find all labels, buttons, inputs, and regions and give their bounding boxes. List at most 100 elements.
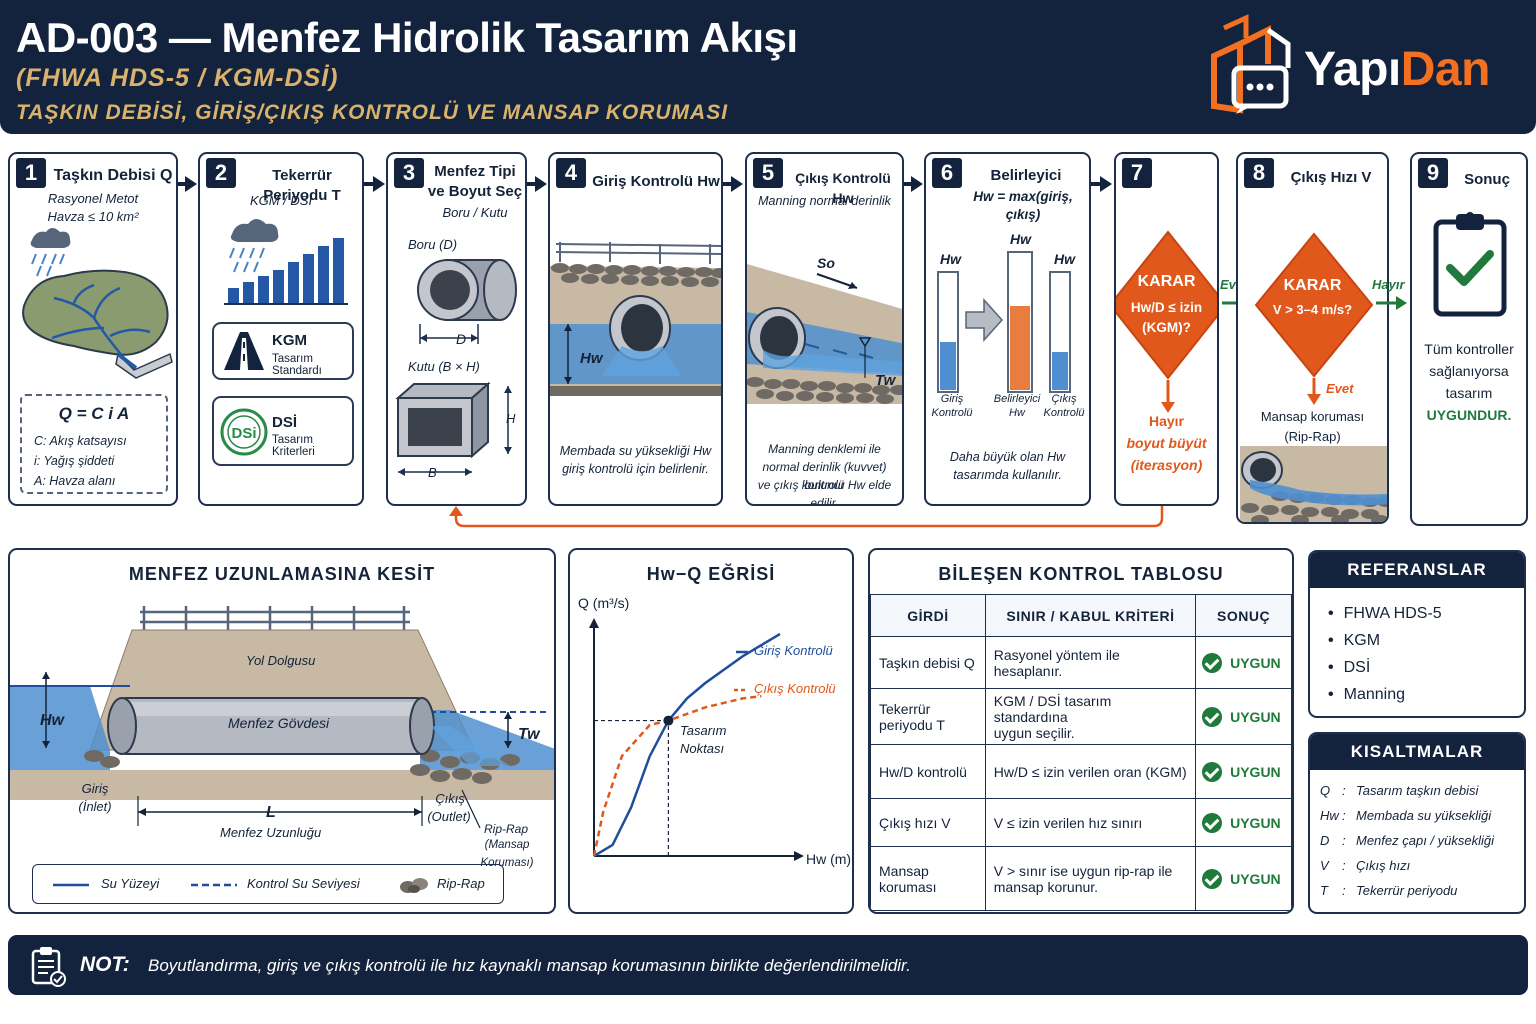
design-point-label-line1: Tasarım xyxy=(680,723,727,738)
step-title: Çıkış Kontrolü Hw xyxy=(795,170,891,206)
table-row: Hw/D kontrolü Hw/D ≤ izin verilen oran (… xyxy=(870,744,1292,799)
step-number: 7 xyxy=(1122,158,1152,188)
inlet-control-illustration xyxy=(550,242,721,396)
step-title-line1: Menfez Tipi xyxy=(434,163,516,180)
watershed-icon xyxy=(22,228,173,379)
step-caption-line1: Manning denklemi ile xyxy=(768,442,881,456)
box-dimension-b: B xyxy=(428,465,437,480)
chart-xlabel: Hw (m) xyxy=(806,851,852,867)
no-label: Hayır xyxy=(1148,413,1185,429)
culvert-section-drawing xyxy=(10,606,554,829)
reference-item: FHWA HDS-5 xyxy=(1328,600,1442,627)
reference-item: DSİ xyxy=(1328,654,1442,681)
flow-line-4-5 xyxy=(723,182,731,186)
rational-formula-box: Q = C i A C: Akış katsayısı i: Yağış şid… xyxy=(20,394,168,494)
check-circle-icon xyxy=(1202,812,1223,833)
step-title-line2: ve Boyut Seç xyxy=(427,183,523,200)
iteration-loop-arrow xyxy=(449,506,1164,528)
row-result: UYGUN xyxy=(1195,846,1292,911)
step-number: 1 xyxy=(16,158,46,188)
no-label-velocity: Hayır xyxy=(1372,277,1405,292)
decision-diamond-velocity xyxy=(1254,232,1374,378)
legend-water-label: Su Yüzeyi xyxy=(101,876,160,891)
section-legend: Su Yüzeyi Kontrol Su Seviyesi Rip-Rap xyxy=(32,864,504,904)
abbreviation-item: D:Menfez çapı / yüksekliği xyxy=(1320,833,1495,848)
row-criteria: Hw/D ≤ izin verilen oran (KGM) xyxy=(984,744,1197,799)
series-outlet-control-line xyxy=(592,694,762,857)
no-arrow-down xyxy=(1161,380,1175,413)
legend-control-label: Kontrol Su Seviyesi xyxy=(247,876,360,891)
kgm-logo-icon xyxy=(224,332,264,370)
step-card-culvert-type: 3 Menfez Tipi ve Boyut Seç Boru / Kutu B… xyxy=(386,152,527,506)
hw-q-chart-panel: Hw−Q EĞRİSİ Q (m³/s) Giriş Kontrolü Çıkı… xyxy=(568,548,854,914)
abbreviation-item: V:Çıkış hızı xyxy=(1320,858,1411,873)
step-card-hw-decision: 7 KARAR Hw/D ≤ izin (KGM)? Hayır boyut b… xyxy=(1114,152,1219,506)
flow-line-2-3 xyxy=(364,182,374,186)
header: AD-003 — Menfez Hidrolik Tasarım Akışı (… xyxy=(0,0,1536,134)
note-text: Boyutlandırma, giriş ve çıkış kontrolü i… xyxy=(148,956,911,975)
step-caption-line2: giriş kontrolü için belirlenir. xyxy=(562,462,709,476)
pipe-culvert-icon xyxy=(417,259,517,344)
chart-title: Hw−Q EĞRİSİ xyxy=(646,564,776,584)
section-hw-label: Hw xyxy=(40,712,64,729)
row-result: UYGUN xyxy=(1195,636,1292,689)
step-basin-limit: Havza ≤ 10 km² xyxy=(47,209,139,224)
component-check-table: GİRDİ SINIR / KABUL KRİTERİ SONUÇ Taşkın… xyxy=(870,594,1292,911)
rational-formula: Q = C i A xyxy=(58,404,130,423)
table-title: BİLEŞEN KONTROL TABLOSU xyxy=(938,564,1224,584)
step-card-outlet-velocity: 8 Çıkış Hızı V KARAR V > 3–4 m/s? Evet M… xyxy=(1236,152,1389,524)
row-criteria: Rasyonel yöntem ile hesaplanır. xyxy=(984,636,1197,689)
section-tw-label: Tw xyxy=(518,726,540,743)
step-caption-line1: Daha büyük olan Hw xyxy=(949,450,1066,464)
step-number: 4 xyxy=(556,158,586,188)
tube-hw-label-2: Hw xyxy=(1010,231,1031,247)
decision-diamond-hw xyxy=(1116,230,1217,380)
references-panel: REFERANSLAR FHWA HDS-5 KGM DSİ Manning xyxy=(1308,550,1526,718)
hw-q-chart xyxy=(589,618,804,861)
references-title: REFERANSLAR xyxy=(1310,552,1524,588)
pipe-dimension-d: D xyxy=(456,331,467,347)
box-label: Kutu (B × H) xyxy=(408,359,480,374)
page-title: AD-003 — Menfez Hidrolik Tasarım Akışı xyxy=(16,14,798,61)
step-card-governing-hw: 6 Belirleyici Hw = max(giriş, çıkış) Hw … xyxy=(924,152,1091,506)
step-card-result: 9 Sonuç Tüm kontroller sağlanıyorsa tasa… xyxy=(1410,152,1528,526)
decision-condition-line1: Hw/D ≤ izin xyxy=(1130,300,1203,315)
flow-line-1-2 xyxy=(178,182,186,186)
rainfall-bar-icon xyxy=(224,219,348,305)
legend-water-line xyxy=(53,883,89,887)
abbreviations-panel: KISALTMALAR Q:Tasarım taşkın debisi Hw:M… xyxy=(1308,732,1526,914)
design-point-label-line2: Noktası xyxy=(680,741,725,756)
length-label: Menfez Uzunluğu xyxy=(220,825,322,840)
row-input: Mansap koruması xyxy=(870,846,986,911)
step-caption-line2: (Rip-Rap) xyxy=(1284,429,1341,444)
step-card-return-period: 2 Tekerrür Periyodu T KGM / DSİ KGM Tasa… xyxy=(198,152,364,506)
legend-outlet-label: Çıkış Kontrolü xyxy=(754,681,836,696)
table-header-criteria: SINIR / KABUL KRİTERİ xyxy=(984,594,1197,637)
tube-hw-label-1: Hw xyxy=(940,251,961,267)
step-number: 9 xyxy=(1418,158,1448,188)
culvert-body-label: Menfez Gövdesi xyxy=(228,715,330,731)
design-point-marker xyxy=(663,715,674,726)
references-list: FHWA HDS-5 KGM DSİ Manning xyxy=(1328,600,1442,708)
pipe-label: Boru (D) xyxy=(408,237,458,252)
panel-title: MENFEZ UZUNLAMASINA KESİT xyxy=(128,564,436,584)
kgm-title: KGM xyxy=(272,332,307,349)
inlet-label-line2: (İnlet) xyxy=(78,799,112,814)
step-source: KGM / DSİ xyxy=(249,193,313,208)
def-a: A: Havza alanı xyxy=(34,474,116,488)
step-card-inlet-control: 4 Giriş Kontrolü Hw Hw Membada su yüksek… xyxy=(548,152,723,506)
step-method: Manning normal derinlik xyxy=(758,194,891,208)
box-culvert-icon xyxy=(395,381,512,476)
hw-label: Hw xyxy=(580,350,603,367)
series-inlet-control-line xyxy=(593,632,781,858)
step-number: 6 xyxy=(932,158,962,188)
dsi-title: DSİ xyxy=(272,414,298,431)
def-i: i: Yağış şiddeti xyxy=(34,454,115,468)
hw-comparison-tubes-icon xyxy=(937,251,1071,393)
slope-label: So xyxy=(817,255,835,271)
row-input: Hw/D kontrolü xyxy=(870,744,986,799)
legend-riprap-icon xyxy=(400,878,428,893)
